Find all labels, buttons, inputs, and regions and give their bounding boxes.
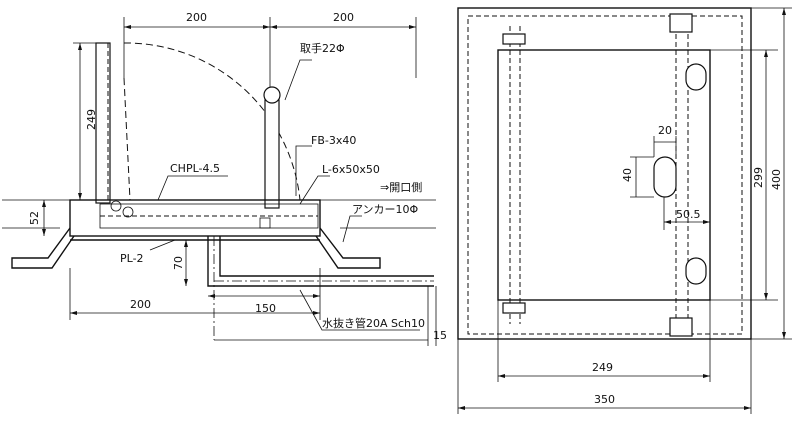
dim-249-vertical: 249	[85, 109, 98, 130]
dim-400: 400	[770, 169, 783, 190]
anchor-right	[315, 227, 381, 269]
dim-249-horizontal: 249	[592, 361, 613, 374]
frame-body	[69, 199, 321, 237]
dim-200-top-right: 200	[333, 11, 354, 24]
label-fb-3x40: FB-3x40	[311, 134, 356, 147]
dim-40: 40	[621, 168, 634, 182]
dim-299: 299	[752, 167, 765, 188]
hinge-bottom	[669, 317, 693, 337]
label-angle-l6x50x50: L-6x50x50	[322, 163, 380, 176]
drain-pipe	[207, 236, 434, 287]
dim-150: 150	[255, 302, 276, 315]
dim-50-5: 50.5	[676, 208, 701, 221]
hinge-top	[669, 13, 693, 33]
lid-swing-arc	[123, 42, 301, 201]
anchor-left	[11, 227, 75, 269]
top-dimensions	[123, 17, 417, 88]
cover-plate	[497, 49, 711, 301]
plan-view: 20 40 50.5 299 400 249	[457, 7, 792, 414]
dim-200-bottom: 200	[130, 298, 151, 311]
knob-top	[685, 63, 707, 91]
dim-20: 20	[658, 124, 672, 137]
center-slot-hole	[653, 156, 677, 198]
label-open-side: ⇒開口側	[380, 181, 422, 194]
dim-15: 15	[433, 329, 447, 342]
label-pl-2: PL-2	[120, 252, 144, 265]
dim-200-top-left: 200	[186, 11, 207, 24]
dim-52: 52	[28, 211, 41, 225]
knob-bottom	[685, 257, 707, 285]
label-drain-pipe: 水抜き管20A Sch10	[322, 316, 425, 330]
dim-350: 350	[594, 393, 615, 406]
dim-70: 70	[172, 256, 185, 270]
handle-bar	[264, 99, 280, 209]
open-lid-plate	[95, 42, 111, 204]
label-anchor-10: アンカー10Φ	[352, 203, 419, 216]
inner-dashed-frame	[467, 15, 743, 335]
label-chpl-4-5: CHPL-4.5	[170, 162, 220, 175]
label-handle-22: 取手22Φ	[300, 41, 345, 55]
handle-knob	[263, 86, 281, 104]
outer-frame	[457, 7, 752, 340]
section-view: 200 200 249 取手22Φ FB-3x40 L-6x50x50 ⇒開口側…	[2, 11, 447, 346]
